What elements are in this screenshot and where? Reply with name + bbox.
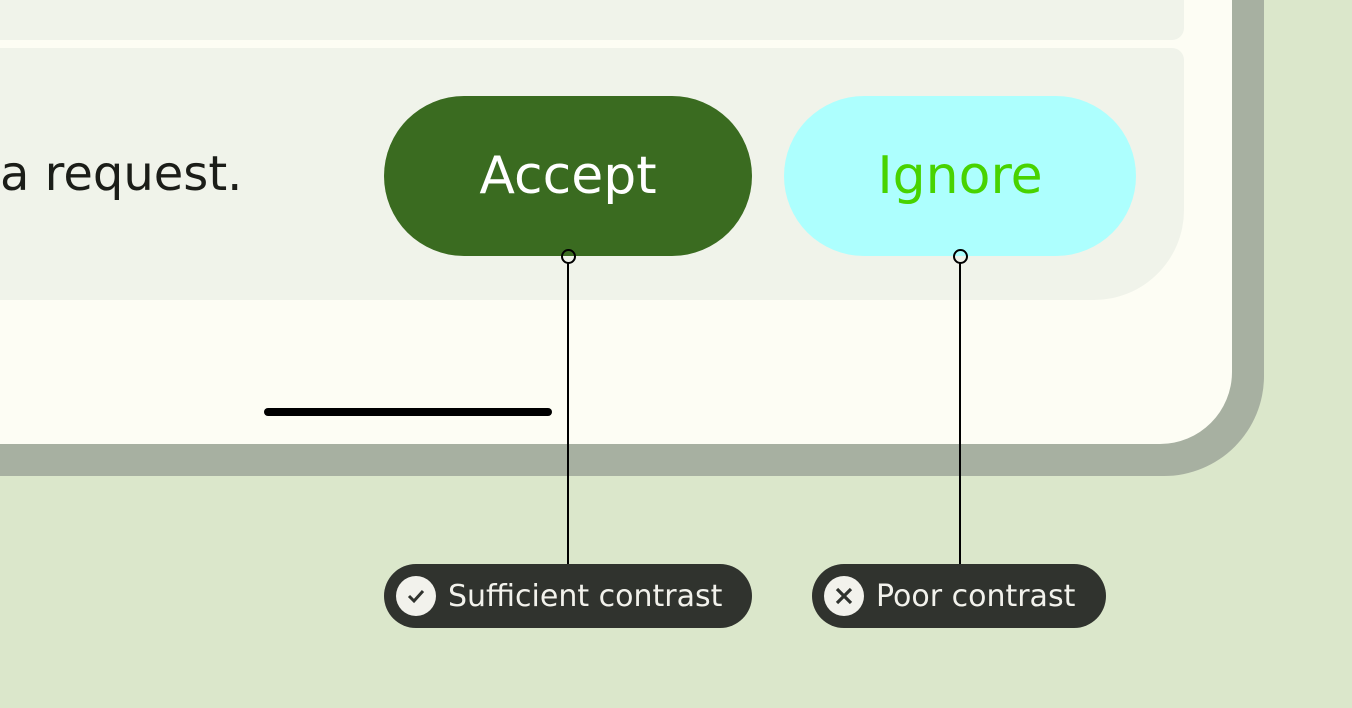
check-circle-icon bbox=[396, 576, 436, 616]
label-text: Sufficient contrast bbox=[448, 578, 723, 614]
connector-line bbox=[567, 262, 569, 564]
home-indicator bbox=[264, 408, 552, 416]
sufficient-contrast-label: Sufficient contrast bbox=[384, 564, 752, 628]
poor-contrast-label: Poor contrast bbox=[812, 564, 1106, 628]
accept-button[interactable]: Accept bbox=[384, 96, 752, 256]
connector-line bbox=[959, 262, 961, 564]
request-message: a request. bbox=[0, 146, 243, 202]
label-text: Poor contrast bbox=[876, 578, 1076, 614]
card-top bbox=[0, 0, 1184, 40]
ignore-button[interactable]: Ignore bbox=[784, 96, 1136, 256]
x-circle-icon bbox=[824, 576, 864, 616]
